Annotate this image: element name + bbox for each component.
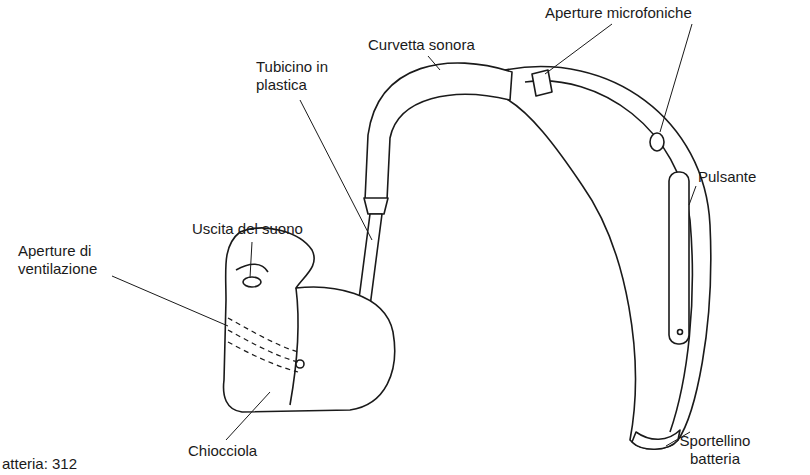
earmold-ridge <box>236 264 268 272</box>
part-label: Chiocciola <box>188 442 308 460</box>
mic-opening <box>532 70 552 96</box>
sound-outlet <box>243 277 261 287</box>
mic-opening <box>650 133 664 151</box>
body-seam <box>525 81 692 432</box>
leader-line <box>250 242 252 278</box>
vent-channel <box>228 318 298 352</box>
leader-line <box>112 276 228 326</box>
leader-line <box>545 24 612 74</box>
part-label: Tubicino in plastica <box>256 58 366 94</box>
battery-door <box>632 430 680 449</box>
vent-channel <box>228 330 298 362</box>
ear-hook <box>365 63 512 200</box>
leader-line <box>300 100 372 240</box>
battery-note: atteria: 312 <box>2 455 142 473</box>
earmold <box>224 228 395 412</box>
leader-line <box>226 392 270 440</box>
earmold-ridge <box>290 288 298 405</box>
button <box>669 172 689 344</box>
leader-line <box>428 56 440 70</box>
part-label: Uscita del suono <box>192 220 342 238</box>
vent-channel <box>228 342 298 372</box>
leader-line <box>660 24 692 132</box>
part-label: Sportellino batteria <box>660 432 770 468</box>
part-label: Pulsante <box>698 168 798 186</box>
button-dot <box>678 330 683 335</box>
device-body <box>505 67 711 449</box>
part-label: Aperture microfoniche <box>545 4 765 22</box>
part-label: Curvetta sonora <box>368 36 508 54</box>
tube-connector <box>364 198 388 214</box>
part-label: Aperture di ventilazione <box>18 242 138 278</box>
leader-line <box>689 186 696 205</box>
